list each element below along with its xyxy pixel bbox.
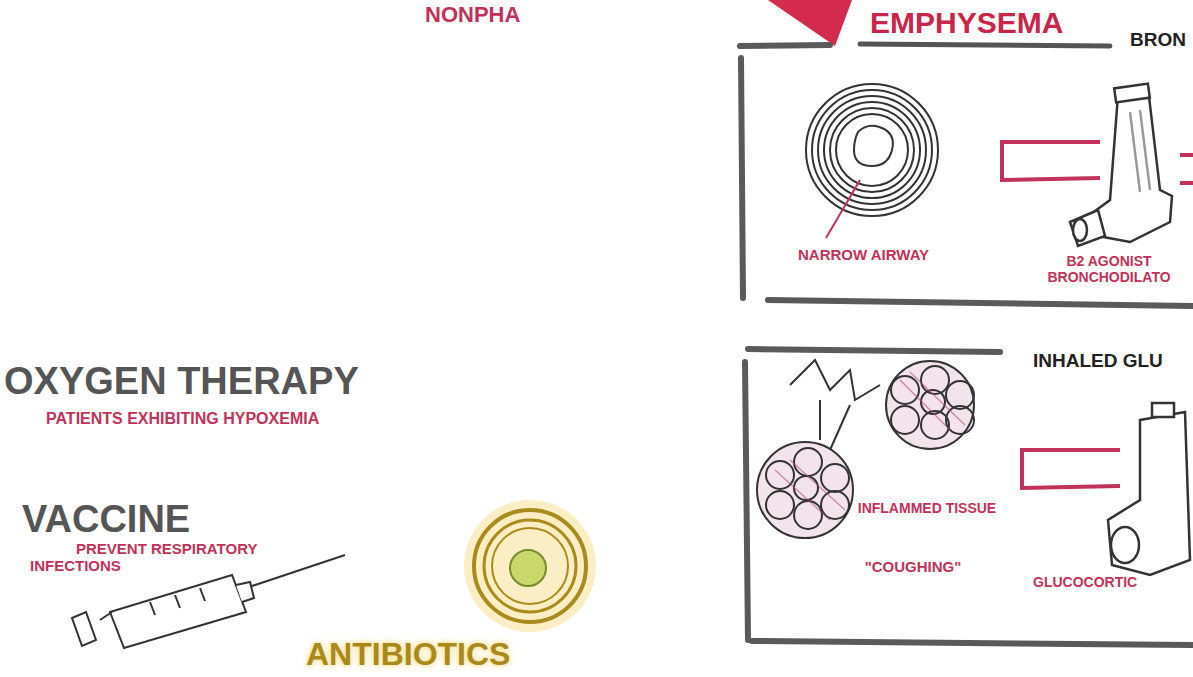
- antibiotic-cell: [464, 500, 596, 632]
- airway-rings: [806, 84, 938, 216]
- panel-text: INFLAMMED TISSUE: [857, 500, 997, 516]
- note-label: ANTIBIOTICS: [306, 636, 566, 673]
- pointer-triangle: [768, 0, 852, 46]
- treatment-panel: INHALED GLU INFLAMMED TISSUE "COUGHING" GLU…: [745, 348, 1193, 645]
- panel-text: NARROW AIRWAY: [798, 246, 978, 263]
- panel-heading: INHALED GLU: [1033, 350, 1188, 372]
- panel-outline: [740, 45, 1193, 645]
- note-label: OXYGEN THERAPY: [4, 360, 424, 404]
- note-label: NONPHA: [425, 2, 625, 27]
- equals-bars: [1002, 142, 1193, 183]
- panel-text: GLUCOCORTIC: [1033, 574, 1183, 590]
- inhaler-drawing: [1070, 84, 1172, 246]
- note-label: PREVENT RESPIRATORY INFECTIONS: [30, 540, 310, 575]
- inhaler-drawing: [1108, 403, 1190, 575]
- note-label: EMPHYSEMA: [870, 6, 1110, 41]
- leader-line: [826, 180, 860, 238]
- equals-bars: [1022, 450, 1120, 488]
- panel-heading: BRON: [1130, 29, 1190, 51]
- note-label: PATIENTS EXHIBITING HYPOXEMIA: [46, 410, 446, 428]
- panel-text: B2 AGONIST BRONCHODILATO: [1030, 253, 1188, 285]
- panel-text: "COUGHING": [843, 558, 983, 575]
- treatment-panel: BRONNARROW AIRWAYB2 AGONIST BRONCHODILAT…: [740, 45, 1193, 307]
- note-label: VACCINE: [22, 498, 282, 542]
